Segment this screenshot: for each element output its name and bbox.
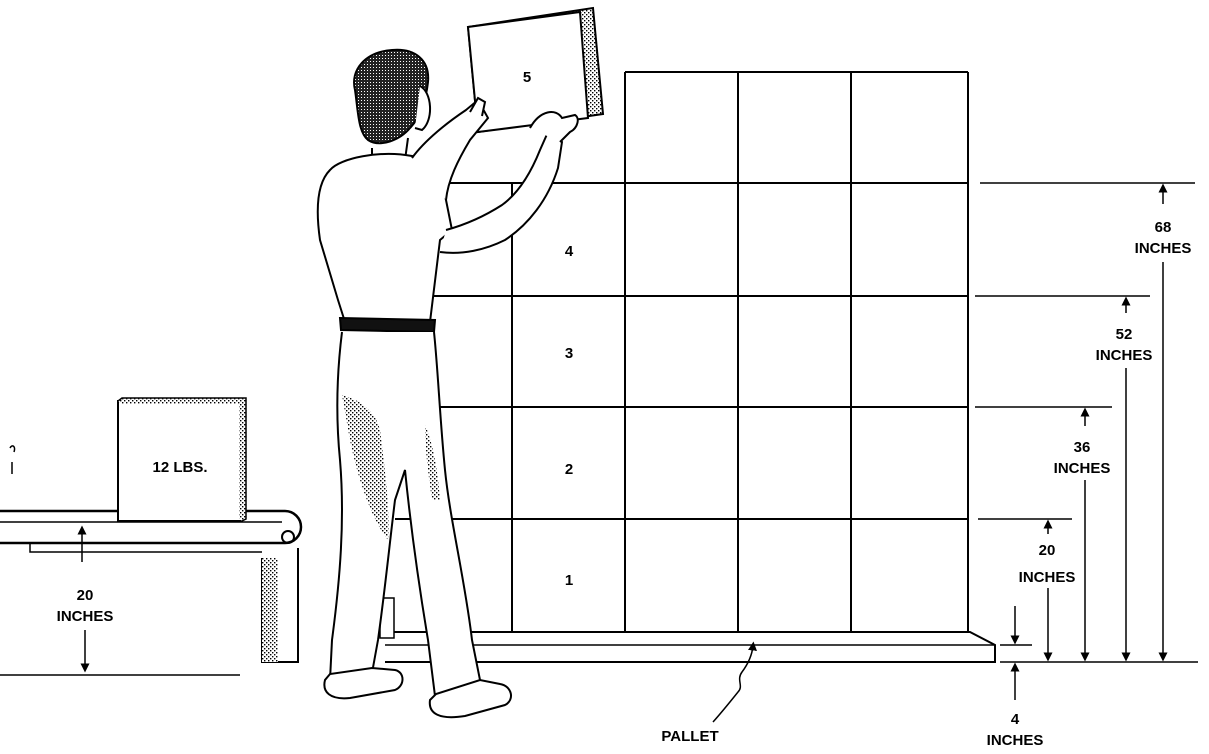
conveyor-height-value: 20 xyxy=(77,587,94,604)
height-20-unit: INCHES xyxy=(1019,569,1076,586)
layer-label-1: 1 xyxy=(565,572,573,589)
conveyor-box-label: 12 LBS. xyxy=(152,459,207,476)
height-36-value: 36 xyxy=(1074,439,1091,456)
lifted-box-number: 5 xyxy=(523,69,531,86)
pallet xyxy=(379,597,996,663)
conveyor-box xyxy=(117,397,247,522)
worker-figure xyxy=(316,48,579,719)
box-stack xyxy=(395,71,969,633)
pallet-height-unit: INCHES xyxy=(987,732,1044,749)
pallet-label: PALLET xyxy=(661,728,718,745)
pallet-pointer xyxy=(712,641,757,723)
conveyor xyxy=(0,509,303,676)
height-20-value: 20 xyxy=(1039,542,1056,559)
conveyor-height-unit: INCHES xyxy=(57,608,114,625)
height-68-unit: INCHES xyxy=(1135,240,1192,257)
layer-label-3: 3 xyxy=(565,345,573,362)
layer-label-4: 4 xyxy=(565,243,574,260)
conveyor-height-arrow xyxy=(77,525,90,673)
height-68-value: 68 xyxy=(1155,219,1172,236)
height-52-value: 52 xyxy=(1116,326,1133,343)
lifted-box xyxy=(466,6,605,134)
layer-label-2: 2 xyxy=(565,461,573,478)
height-dimensions xyxy=(975,182,1198,700)
height-36-unit: INCHES xyxy=(1054,460,1111,477)
pallet-height-value: 4 xyxy=(1011,711,1020,728)
height-52-unit: INCHES xyxy=(1096,347,1153,364)
